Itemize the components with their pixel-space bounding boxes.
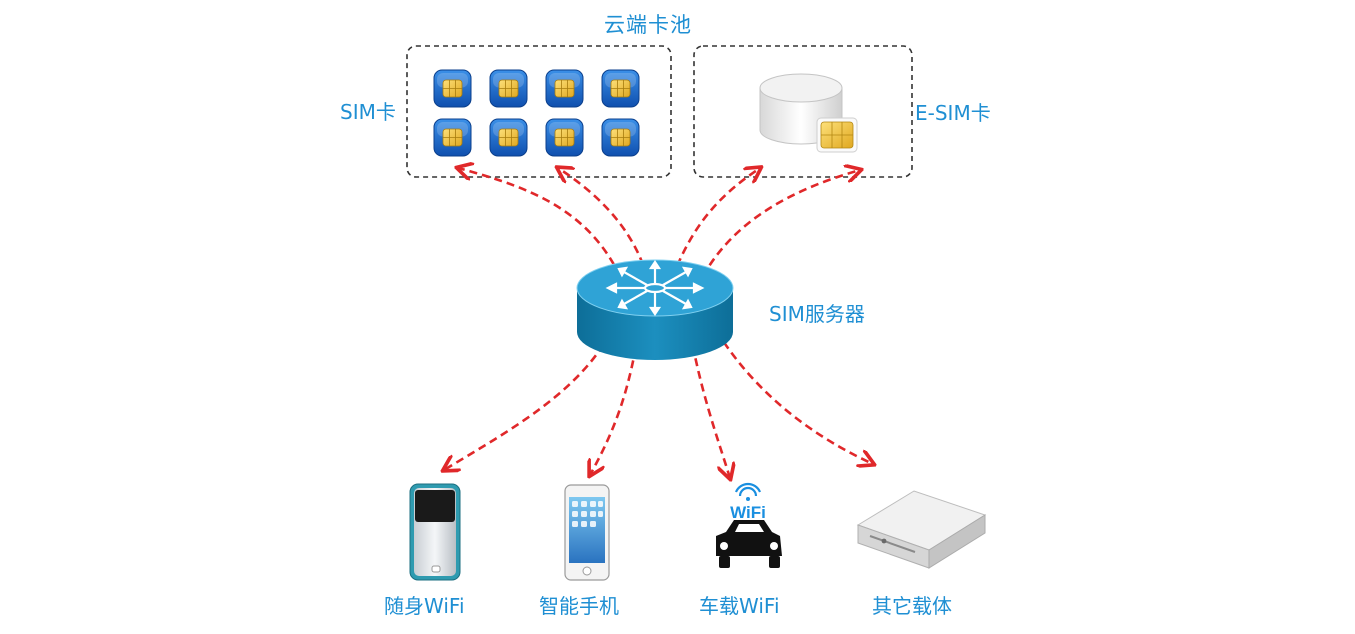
esim-card-label: E-SIM卡 [915, 101, 991, 125]
sim-card-icon [433, 118, 472, 157]
pocket-wifi-icon [409, 483, 461, 581]
car-wifi-badge: WiFi [730, 503, 766, 522]
esim-database-icon [759, 73, 858, 153]
sim-card-icon [601, 69, 640, 108]
device-label-smartphone: 智能手机 [539, 594, 619, 618]
esim-pool-box [693, 45, 913, 178]
smartphone-icon [564, 484, 610, 581]
sim-card-pool-box [406, 45, 672, 178]
device-label-car-wifi: 车载WiFi [699, 594, 780, 618]
sim-card-icon [545, 118, 584, 157]
car-wifi-icon: WiFi [716, 482, 782, 568]
sim-card-icon [489, 118, 528, 157]
arrow-to-car-wifi [686, 319, 730, 478]
sim-card-icon [601, 118, 640, 157]
sim-card-label: SIM卡 [340, 100, 396, 124]
sim-server-label: SIM服务器 [769, 302, 865, 326]
arrow-to-smartphone [590, 321, 642, 475]
cloud-pool-title: 云端卡池 [604, 13, 692, 37]
sim-card-group [433, 69, 640, 157]
device-label-pocket-wifi: 随身WiFi [384, 594, 465, 618]
server-box-icon [856, 490, 987, 569]
sim-card-icon [545, 69, 584, 108]
sim-server-router-icon [576, 259, 734, 360]
arrow-to-esim-1 [666, 168, 760, 291]
device-label-other: 其它载体 [872, 594, 952, 618]
sim-card-icon [433, 69, 472, 108]
arrow-to-other-device [708, 319, 873, 464]
sim-card-icon [489, 69, 528, 108]
